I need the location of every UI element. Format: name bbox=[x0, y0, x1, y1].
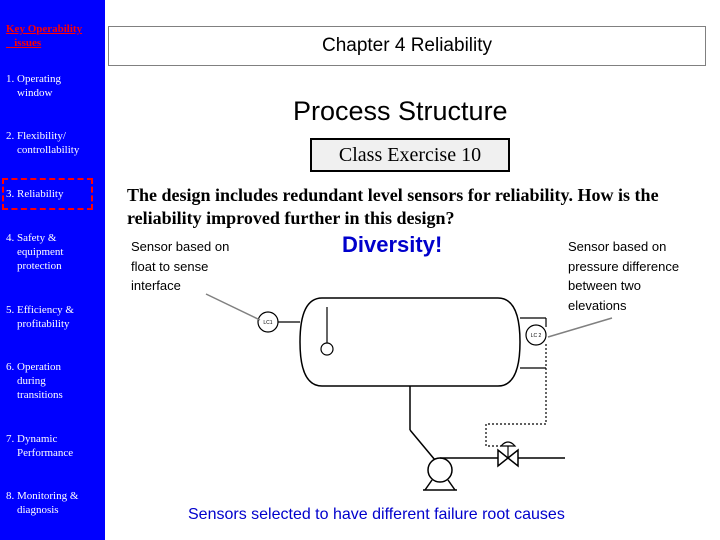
sidebar-item-dynamic-performance[interactable]: 7. Dynamic Performance bbox=[6, 433, 74, 459]
sidebar-item-reliability[interactable]: 3. Reliability bbox=[6, 188, 64, 200]
control-valve-right bbox=[506, 448, 519, 468]
pressure-sensor-note: Sensor based on pressure difference betw… bbox=[568, 239, 680, 313]
float-sensor-pointer bbox=[205, 293, 261, 321]
lc2-instrument bbox=[525, 324, 547, 346]
sidebar-item-flexibility[interactable]: 2. Flexibility/ controllability bbox=[6, 130, 80, 156]
chapter-title: Chapter 4 Reliability bbox=[321, 35, 493, 56]
sidebar-item-operating-window[interactable]: 1. Operating window bbox=[6, 73, 61, 99]
signal-line bbox=[485, 344, 547, 447]
sidebar-item-efficiency[interactable]: 5. Efficiency & profitability bbox=[6, 304, 74, 330]
sidebar-item-transitions[interactable]: 6. Operation during transitions bbox=[6, 361, 63, 401]
conclusion-text: Sensors selected to have different failu… bbox=[188, 506, 565, 523]
pressure-sensor-pointer bbox=[547, 317, 613, 338]
sidebar: Key Operability issues 1. Operating wind… bbox=[0, 0, 105, 540]
vessel bbox=[299, 297, 521, 387]
pump bbox=[427, 457, 453, 483]
page-title: Process Structure bbox=[293, 96, 508, 126]
answer-text: Diversity! bbox=[342, 232, 443, 257]
sidebar-item-monitoring[interactable]: 8. Monitoring & diagnosis bbox=[6, 490, 79, 516]
valve-actuator bbox=[499, 441, 517, 447]
control-valve-left bbox=[497, 448, 510, 468]
lc2-tag: LC 2 bbox=[531, 333, 542, 339]
exercise-label: Class Exercise 10 bbox=[338, 143, 482, 166]
lc1-tag: LC1 bbox=[263, 320, 272, 326]
exercise-label-box: Class Exercise 10 bbox=[310, 138, 510, 172]
question-text: The design includes redundant level sens… bbox=[127, 185, 659, 228]
sidebar-item-safety[interactable]: 4. Safety & equipment protection bbox=[6, 232, 64, 272]
pump-base-right bbox=[447, 479, 456, 491]
chapter-title-box: Chapter 4 Reliability bbox=[108, 26, 706, 66]
reliability-highlight-box bbox=[2, 178, 93, 210]
pump-base-left bbox=[424, 479, 433, 491]
float-sensor-note: Sensor based on float to sense interface bbox=[131, 239, 230, 293]
sidebar-title: Key Operability issues bbox=[6, 23, 83, 49]
float bbox=[320, 342, 334, 356]
